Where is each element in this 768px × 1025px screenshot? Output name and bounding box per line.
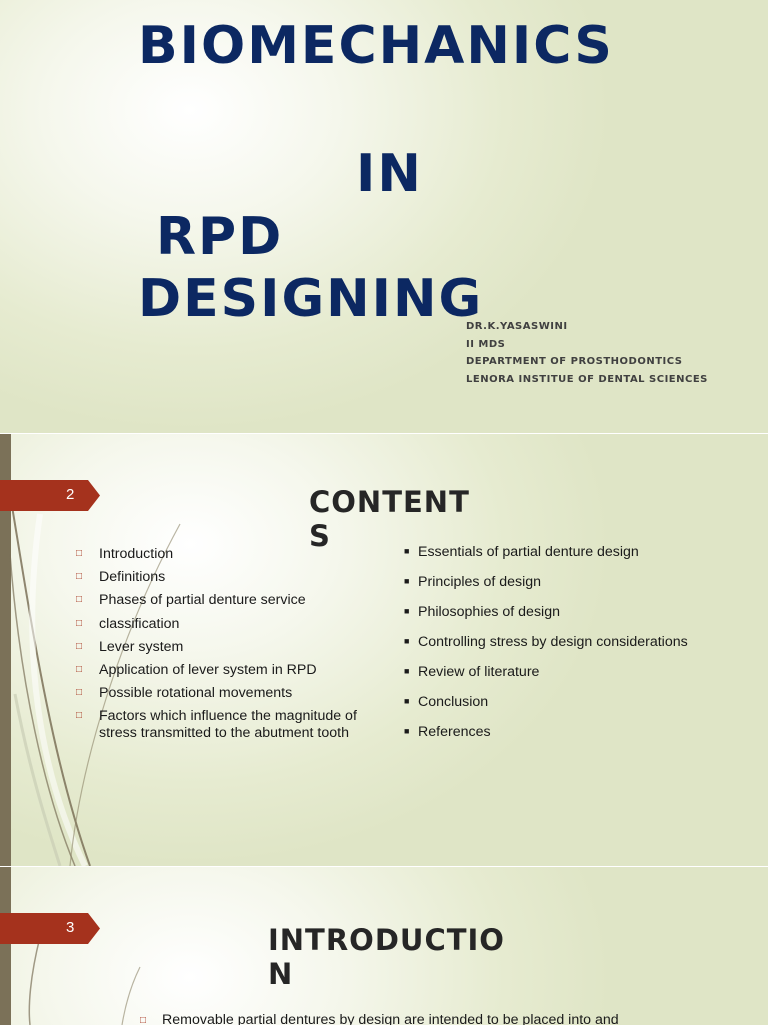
author-name: DR.K.YASASWINI: [466, 321, 568, 332]
list-item: ■ Philosophies of design: [404, 604, 744, 622]
list-item-label: Phases of partial denture service: [99, 592, 306, 609]
author-degree: II MDS: [466, 338, 506, 350]
square-outline-bullet-icon: □: [76, 571, 83, 583]
list-item: □ Possible rotational movements: [76, 685, 376, 702]
title-line-rpd: RPD: [156, 207, 284, 267]
square-outline-bullet-icon: □: [76, 710, 83, 722]
intro-text: Removable partial dentures by design are…: [162, 1012, 619, 1025]
slide-title-line: INTRODUCTIO: [268, 923, 505, 957]
list-item: ■ Conclusion: [404, 694, 744, 712]
title-slide: BIOMECHANICS IN RPD DESIGNING DR.K.YASAS…: [0, 0, 768, 433]
list-item-label: Application of lever system in RPD: [99, 661, 317, 678]
list-item-label: classification: [99, 615, 180, 632]
author-department: DEPARTMENT OF PROSTHODONTICS: [466, 356, 683, 367]
list-item-label: Conclusion: [418, 694, 489, 710]
slide-number-tag: 2: [0, 480, 100, 511]
list-item: □ Introduction: [76, 546, 376, 563]
square-outline-bullet-icon: □: [76, 663, 83, 675]
slide-title-line: CONTENT: [309, 485, 470, 519]
slide-number: 2: [66, 486, 75, 503]
list-item: □ Application of lever system in RPD: [76, 662, 376, 679]
list-item: ■ References: [404, 724, 744, 742]
list-item: □ Phases of partial denture service: [76, 592, 376, 609]
list-item: ■ Essentials of partial denture design: [404, 544, 744, 562]
list-item-label: Essentials of partial denture design: [418, 544, 639, 560]
list-item: ■ Principles of design: [404, 574, 744, 592]
square-outline-bullet-icon: □: [76, 548, 83, 559]
contents-list-right: ■ Essentials of partial denture design ■ P…: [404, 544, 744, 754]
slide-title: INTRODUCTIO N: [268, 923, 505, 991]
slide-title-line: N: [268, 957, 294, 991]
title-line-designing: DESIGNING: [138, 269, 484, 329]
slide-number-tag: 3: [0, 913, 100, 944]
list-item-label: Introduction: [99, 546, 174, 562]
square-outline-bullet-icon: □: [76, 687, 83, 699]
list-item-label: Possible rotational movements: [99, 685, 293, 702]
filled-square-bullet-icon: ■: [404, 726, 410, 736]
contents-list-left: □ Introduction □ Definitions □ Phases of pa…: [76, 546, 376, 749]
slide-sidebar-bar: [0, 434, 11, 866]
filled-square-bullet-icon: ■: [404, 576, 410, 586]
filled-square-bullet-icon: ■: [404, 666, 410, 676]
intro-paragraph: □ Removable partial dentures by design a…: [140, 1012, 694, 1025]
contents-slide: 2 CONTENT S □ Introduction □ Definitions □…: [0, 433, 768, 866]
list-item-label: Definitions: [99, 569, 166, 586]
decorative-curves: [9, 493, 181, 866]
square-outline-bullet-icon: □: [140, 1015, 147, 1025]
list-item: ■ Controlling stress by design considerat…: [404, 634, 744, 652]
filled-square-bullet-icon: ■: [404, 696, 410, 706]
list-item-label: Philosophies of design: [418, 604, 560, 620]
square-outline-bullet-icon: □: [76, 594, 83, 606]
list-item: ■ Review of literature: [404, 664, 744, 682]
list-item: □ Lever system: [76, 639, 376, 656]
slide-sidebar-bar: [0, 867, 11, 1025]
slide-title: CONTENT S: [309, 485, 470, 553]
author-institute: LENORA INSTITUE OF DENTAL SCIENCES: [466, 373, 708, 385]
introduction-slide: 3 INTRODUCTIO N □ Removable partial dent…: [0, 866, 768, 1025]
filled-square-bullet-icon: ■: [404, 636, 410, 646]
list-item-label: References: [418, 724, 491, 740]
filled-square-bullet-icon: ■: [404, 546, 410, 556]
slide-title-line: S: [309, 519, 331, 553]
list-item-label: Principles of design: [418, 574, 542, 590]
square-outline-bullet-icon: □: [76, 640, 83, 652]
list-item: □ Definitions: [76, 569, 376, 586]
list-item: □ Factors which influence the magnitude o…: [76, 708, 376, 742]
decorative-curves: [28, 936, 141, 1025]
slide-number: 3: [66, 919, 75, 936]
author-info: DR.K.YASASWINI II MDS DEPARTMENT OF PROS…: [466, 318, 708, 388]
list-item-label: Controlling stress by design considerati…: [418, 634, 688, 650]
list-item-label: Factors which influence the magnitude of…: [99, 708, 357, 742]
filled-square-bullet-icon: ■: [404, 606, 410, 616]
list-item-label: Lever system: [99, 638, 184, 655]
list-item: □ classification: [76, 616, 376, 633]
list-item-label: Review of literature: [418, 664, 540, 680]
title-line-in: IN: [356, 144, 423, 204]
title-line-biomechanics: BIOMECHANICS: [138, 16, 614, 76]
square-outline-bullet-icon: □: [76, 617, 83, 629]
